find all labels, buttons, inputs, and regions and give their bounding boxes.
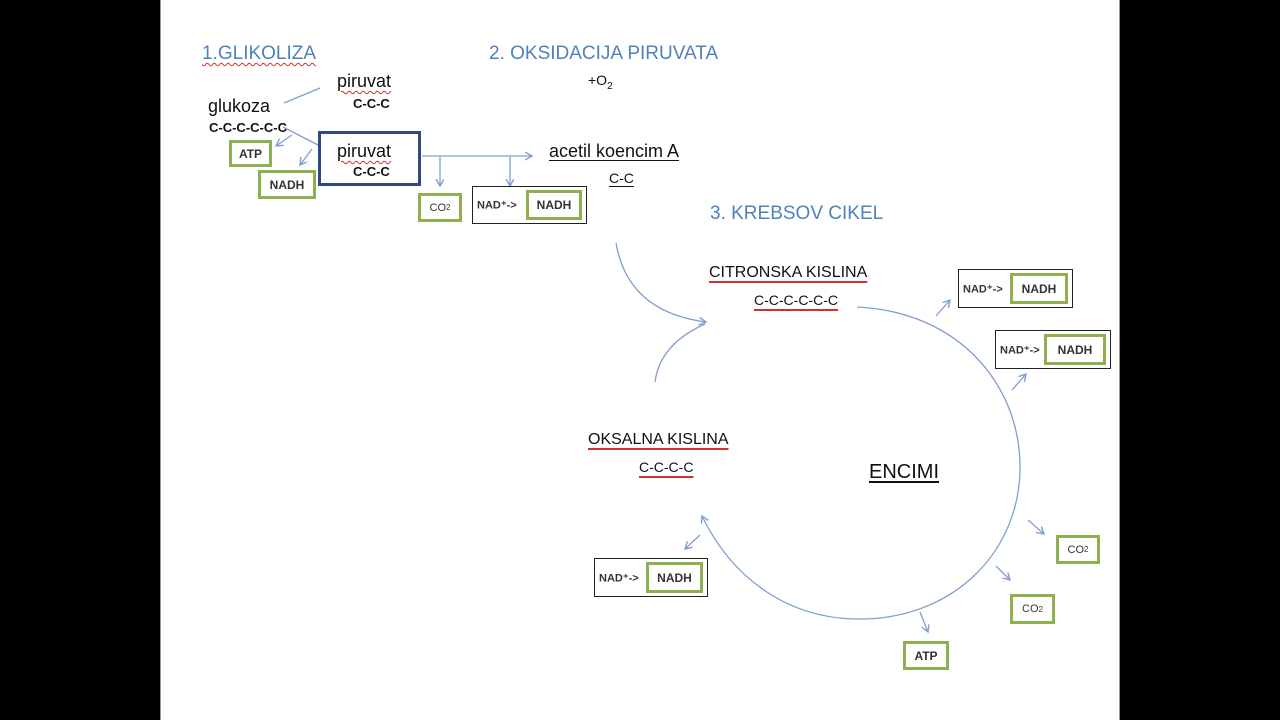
arrow-to-nad3: [1011, 374, 1026, 391]
chain-piruvat-2: C-C-C: [353, 164, 390, 179]
heading-oksidacija: 2. OKSIDACIJA PIRUVATA: [489, 43, 719, 64]
label-citronska-kislina: CITRONSKA KISLINA: [709, 264, 868, 281]
nadh-box-glikoliza: NADH: [258, 170, 316, 199]
arrow-to-nad4: [685, 534, 701, 549]
atp-box-krebs: ATP: [903, 641, 949, 670]
label-encimi: ENCIMI: [869, 461, 939, 483]
chain-piruvat-1: C-C-C: [353, 96, 390, 111]
piruvat-highlight-box: [318, 131, 421, 186]
heading-glikoliza: 1.GLIKOLIZA: [202, 43, 317, 64]
label-piruvat-1: piruvat: [337, 71, 392, 91]
arrow-to-co2-3: [995, 565, 1010, 580]
nadh-box: NADH: [646, 562, 703, 593]
arrow-to-co2-2: [1027, 519, 1044, 534]
slide: [160, 0, 1120, 720]
label-acetil-koencim: acetil koencim A: [549, 141, 680, 161]
arrow-to-atp: [276, 134, 293, 146]
label-o2: +O2: [588, 72, 613, 92]
arrow-to-nadh: [300, 148, 313, 165]
arrow-to-nad2: [935, 300, 950, 317]
label-piruvat-2: piruvat: [337, 141, 392, 161]
arrow-oksalna-into-cycle: [654, 323, 706, 383]
arrow-acetil-into-cycle: [615, 242, 706, 322]
nad-nadh-group-oksidacija: NAD⁺-> NADH: [472, 186, 587, 224]
label-glukoza: glukoza: [208, 96, 271, 116]
atp-box-glikoliza: ATP: [229, 140, 272, 167]
nad-label: NAD⁺->: [963, 283, 1003, 295]
label-oksalna-kislina: OKSALNA KISLINA: [588, 431, 729, 448]
nad-nadh-group-krebs-3: NAD⁺-> NADH: [594, 558, 708, 597]
nad-label: NAD⁺->: [477, 199, 517, 212]
nad-nadh-group-krebs-1: NAD⁺-> NADH: [958, 269, 1073, 308]
arrow-glukoza-piruvat1: [283, 87, 321, 104]
nadh-box: NADH: [1010, 273, 1068, 304]
chain-oksalna: C-C-C-C: [639, 459, 694, 475]
nad-nadh-group-krebs-2: NAD⁺-> NADH: [995, 330, 1111, 369]
arrow-glukoza-piruvat2: [282, 126, 319, 146]
chain-glukoza: C-C-C-C-C-C: [209, 120, 287, 135]
chain-acetil: C-C: [609, 170, 634, 186]
chain-citronska: C-C-C-C-C-C: [754, 292, 838, 308]
krebs-cycle-arc: [702, 306, 1021, 620]
nadh-box: NADH: [526, 190, 582, 220]
nadh-box: NADH: [1044, 334, 1106, 365]
nad-label: NAD⁺->: [1000, 344, 1040, 356]
arrow-to-atp-2: [919, 611, 928, 632]
nad-label: NAD⁺->: [599, 572, 639, 584]
heading-krebs: 3. KREBSOV CIKEL: [710, 203, 884, 224]
